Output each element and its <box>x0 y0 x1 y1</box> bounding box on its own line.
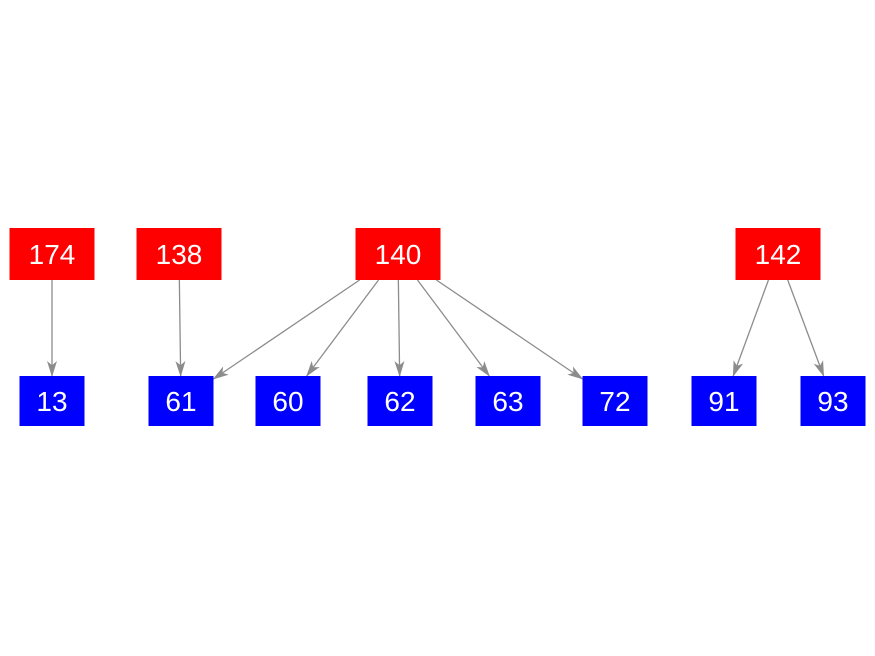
node-label-13: 13 <box>36 386 67 417</box>
node-label-63: 63 <box>492 386 523 417</box>
node-box-72 <box>582 376 648 426</box>
node-label-93: 93 <box>817 386 848 417</box>
graph-node-142: 142 <box>735 228 821 280</box>
node-box-174 <box>9 228 95 280</box>
edge-arrow-140-60 <box>306 279 380 377</box>
node-box-63 <box>475 376 541 426</box>
node-label-62: 62 <box>384 386 415 417</box>
node-box-13 <box>19 376 85 426</box>
node-box-138 <box>136 228 222 280</box>
graph-node-72: 72 <box>582 376 648 426</box>
node-label-61: 61 <box>165 386 196 417</box>
node-label-91: 91 <box>708 386 739 417</box>
node-label-138: 138 <box>156 239 203 270</box>
edges-layer <box>47 279 825 380</box>
node-label-60: 60 <box>272 386 303 417</box>
node-label-174: 174 <box>29 239 76 270</box>
graph-node-60: 60 <box>255 376 321 426</box>
node-box-142 <box>735 228 821 280</box>
graph-node-63: 63 <box>475 376 541 426</box>
graph-node-62: 62 <box>367 376 433 426</box>
edge-arrow-138-61 <box>175 279 186 377</box>
graph-node-91: 91 <box>691 376 757 426</box>
edge-arrow-140-61 <box>212 279 360 380</box>
graph-node-61: 61 <box>148 376 214 426</box>
node-box-93 <box>800 376 866 426</box>
node-label-142: 142 <box>755 239 802 270</box>
edge-arrow-142-93 <box>787 279 825 377</box>
graph-node-138: 138 <box>136 228 222 280</box>
node-label-140: 140 <box>375 239 422 270</box>
node-box-62 <box>367 376 433 426</box>
edge-arrow-142-91 <box>732 279 770 377</box>
node-box-61 <box>148 376 214 426</box>
nodes-layer: 174 138 140 142 13 61 60 62 63 72 91 93 <box>9 228 866 426</box>
node-box-140 <box>355 228 441 280</box>
node-label-72: 72 <box>599 386 630 417</box>
edge-arrow-140-72 <box>436 279 584 380</box>
graph-node-93: 93 <box>800 376 866 426</box>
node-box-60 <box>255 376 321 426</box>
graph-node-13: 13 <box>19 376 85 426</box>
graph-node-140: 140 <box>355 228 441 280</box>
edge-arrow-140-63 <box>416 279 490 377</box>
edge-arrow-140-62 <box>394 279 405 377</box>
graph-node-174: 174 <box>9 228 95 280</box>
node-box-91 <box>691 376 757 426</box>
